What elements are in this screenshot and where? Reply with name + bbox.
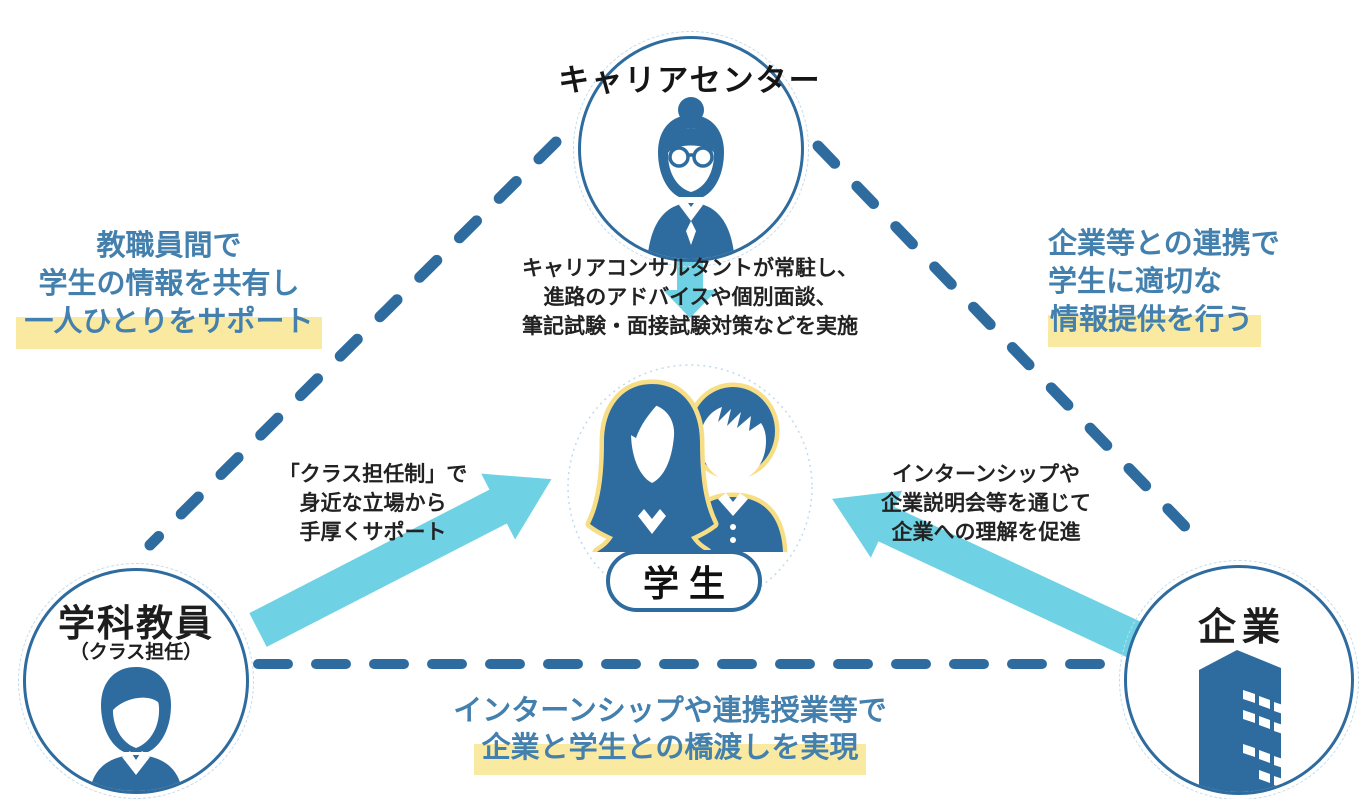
faculty-share-highlight: 一人ひとりをサポート xyxy=(16,302,322,349)
students-label: 学生 xyxy=(642,564,735,605)
career-counselor-icon xyxy=(647,97,735,259)
teacher-icon xyxy=(90,667,182,791)
company-building-icon xyxy=(1199,650,1283,792)
faculty-company-highlight: 企業と学生との橋渡しを実現 xyxy=(473,729,867,775)
arrow-career-to-students xyxy=(663,248,717,318)
company-title: 企業 xyxy=(1197,605,1286,649)
career-center-description: キャリアコンサルタントが常駐し、 進路のアドバイスや個別面談、 筆記試験・面接試… xyxy=(522,256,858,338)
company-node: 企業 xyxy=(1119,560,1359,799)
faculty-title: 学科教員 xyxy=(58,602,214,645)
faculty-company-statement: インターンシップや連携授業等で 企業と学生との橋渡しを実現 xyxy=(410,692,930,775)
students-dotted-ring xyxy=(567,364,813,610)
students-icon xyxy=(585,379,788,552)
company-link-highlight: 情報提供を行う xyxy=(1048,300,1262,347)
dashed-link-career-company xyxy=(812,140,1204,546)
faculty-subtitle: （クラス担任） xyxy=(69,641,203,663)
faculty-node: 学科教員 （クラス担任） xyxy=(18,563,254,799)
arrow-faculty-to-students xyxy=(249,473,552,647)
faculty-share-statement: 教職員間で 学生の情報を共有し 一人ひとりをサポート xyxy=(8,226,330,349)
dashed-link-career-faculty xyxy=(144,136,562,551)
company-arrow-caption: インターンシップや 企業説明会等を通じて 企業への理解を促進 xyxy=(881,462,1091,544)
arrow-company-to-students xyxy=(832,490,1161,666)
students-pill: 学生 xyxy=(606,550,762,612)
faculty-arrow-caption: 「クラス担任制」で 身近な立場から 手厚くサポート xyxy=(278,462,468,544)
company-link-statement: 企業等との連携で 学生に適切な 情報提供を行う xyxy=(1048,224,1358,347)
career-center-title: キャリアセンター xyxy=(558,63,822,99)
career-center-node xyxy=(573,31,809,267)
